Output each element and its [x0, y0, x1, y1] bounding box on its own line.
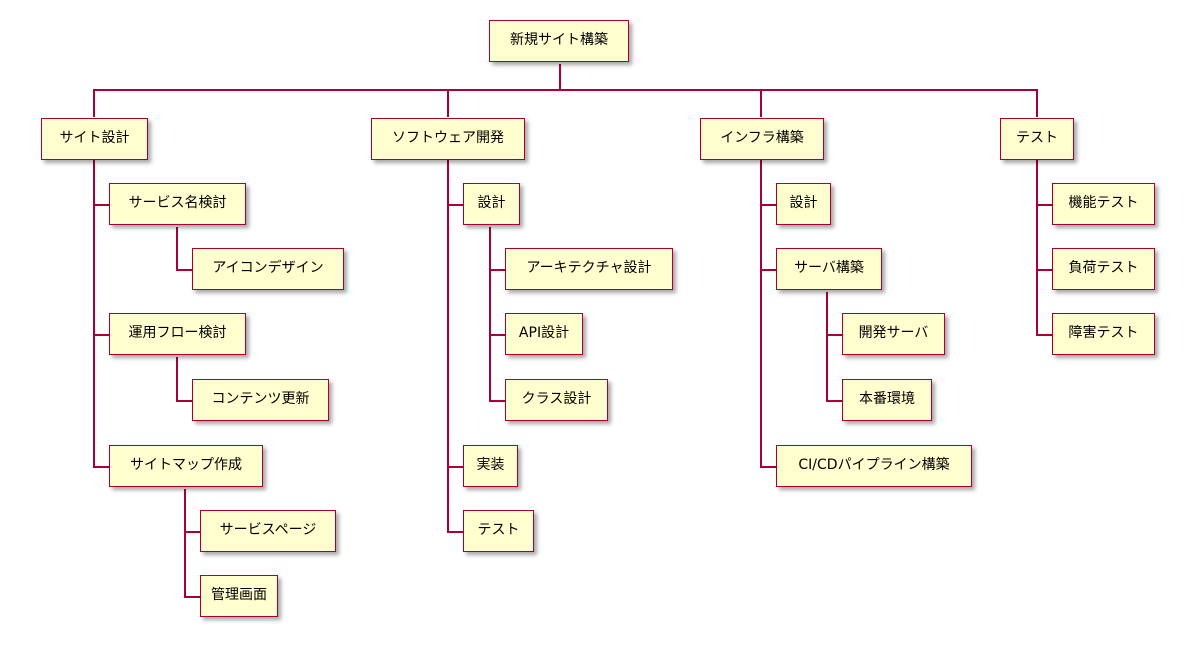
- connector: [1036, 269, 1052, 271]
- wbs-branch-test: テスト: [1000, 118, 1074, 160]
- wbs-node-failure-test: 障害テスト: [1052, 313, 1155, 355]
- connector: [93, 89, 95, 117]
- connector: [184, 596, 200, 598]
- wbs-branch-software-dev: ソフトウェア開発: [371, 118, 525, 160]
- connector: [760, 204, 776, 206]
- connector: [447, 466, 463, 468]
- wbs-node-content-update: コンテンツ更新: [192, 379, 329, 421]
- connector: [447, 204, 463, 206]
- wbs-node-server-build: サーバ構築: [776, 248, 882, 290]
- wbs-node-implementation: 実装: [463, 445, 518, 487]
- connector: [489, 227, 491, 402]
- connector: [826, 292, 828, 402]
- connector: [93, 89, 1037, 91]
- connector: [93, 204, 109, 206]
- wbs-node-functional-test: 機能テスト: [1052, 183, 1155, 225]
- wbs-node-service-page: サービスページ: [200, 510, 336, 552]
- connector: [1036, 204, 1052, 206]
- wbs-node-admin-screen: 管理画面: [200, 575, 278, 617]
- connector: [447, 89, 449, 117]
- connector: [760, 89, 762, 117]
- wbs-node-class-design: クラス設計: [505, 379, 608, 421]
- connector: [93, 334, 109, 336]
- connector: [826, 334, 842, 336]
- wbs-node-dev-server: 開発サーバ: [842, 313, 945, 355]
- connector: [1036, 160, 1038, 336]
- connector: [760, 160, 762, 467]
- connector: [176, 269, 192, 271]
- wbs-node-sitemap: サイトマップ作成: [109, 445, 263, 487]
- wbs-node-api-design: API設計: [505, 313, 583, 355]
- connector: [176, 357, 178, 402]
- wbs-node-sw-design: 設計: [463, 183, 520, 225]
- connector: [176, 400, 192, 402]
- wbs-node-architecture-design: アーキテクチャ設計: [505, 248, 673, 290]
- wbs-node-infra-design: 設計: [776, 183, 831, 225]
- connector: [489, 400, 505, 402]
- connector: [826, 400, 842, 402]
- wbs-branch-infrastructure: インフラ構築: [700, 118, 824, 160]
- wbs-node-icon-design: アイコンデザイン: [192, 248, 344, 290]
- connector: [760, 269, 776, 271]
- wbs-node-sw-test: テスト: [463, 510, 534, 552]
- connector: [93, 466, 109, 468]
- connector: [1036, 334, 1052, 336]
- wbs-root-node: 新規サイト構築: [489, 20, 629, 62]
- wbs-branch-site-design: サイト設計: [41, 118, 148, 160]
- connector: [559, 64, 561, 90]
- connector: [447, 531, 463, 533]
- connector: [93, 160, 95, 467]
- wbs-node-cicd-pipeline: CI/CDパイプライン構築: [776, 445, 972, 487]
- wbs-node-production-env: 本番環境: [842, 379, 932, 421]
- connector: [184, 489, 186, 598]
- wbs-node-service-name: サービス名検討: [109, 183, 246, 225]
- wbs-node-operation-flow: 運用フロー検討: [109, 313, 246, 355]
- connector: [760, 466, 776, 468]
- connector: [176, 227, 178, 271]
- connector: [184, 531, 200, 533]
- connector: [489, 334, 505, 336]
- wbs-node-load-test: 負荷テスト: [1052, 248, 1155, 290]
- connector: [489, 269, 505, 271]
- connector: [1036, 89, 1038, 117]
- connector: [447, 160, 449, 532]
